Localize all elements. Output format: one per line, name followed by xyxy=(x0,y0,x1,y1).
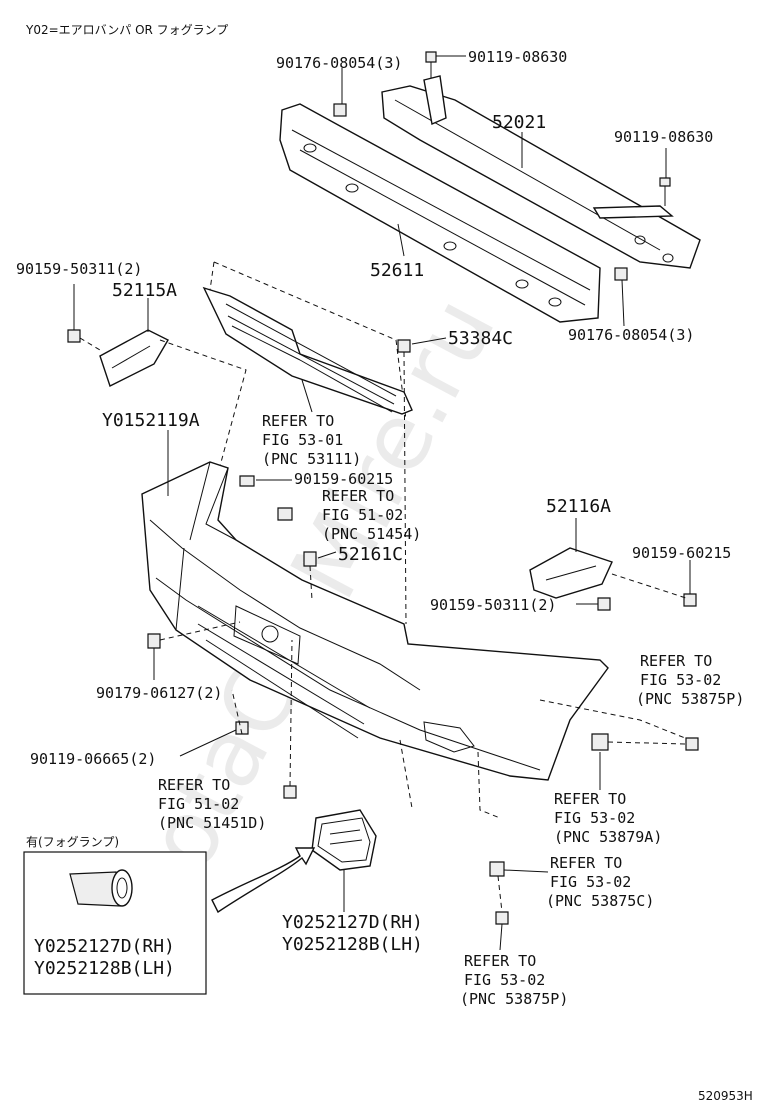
label-52115A: 52115A xyxy=(112,280,177,301)
header-note: Y02=エアロバンパ OR フォグランプ xyxy=(25,23,228,37)
label-52116A: 52116A xyxy=(546,496,611,517)
label-90176-top: 90176-08054(3) xyxy=(276,54,402,72)
leader-lines xyxy=(73,55,691,951)
label-90119-top: 90119-08630 xyxy=(468,48,567,66)
label-ref-53879A-line1: REFER TO xyxy=(554,790,626,808)
left-bumper-bracket xyxy=(67,329,247,467)
label-ref-53875C-line3: (PNC 53875C) xyxy=(546,892,654,910)
label-ref-53875P-a-line1: REFER TO xyxy=(640,652,712,670)
label-52161C: 52161C xyxy=(338,544,403,565)
label-inset-lh: Y0252128B(LH) xyxy=(34,958,175,979)
label-inset-rh: Y0252127D(RH) xyxy=(34,936,175,957)
label-ref-53875P-b-line1: REFER TO xyxy=(464,952,536,970)
label-ref-53875P-a-line3: (PNC 53875P) xyxy=(636,690,744,708)
label-ref-53875P-b-line3: (PNC 53875P) xyxy=(460,990,568,1008)
label-90179: 90179-06127(2) xyxy=(96,684,222,702)
label-ref-53875P-a-line2: FIG 53-02 xyxy=(640,671,721,689)
label-ref-5301-line2: FIG 53-01 xyxy=(262,431,343,449)
label-52021: 52021 xyxy=(492,112,546,133)
fog-lamp-inset xyxy=(23,851,207,995)
inset-arrow xyxy=(211,847,316,914)
label-inset-note: 有(フォグランプ) xyxy=(26,835,119,849)
label-52611: 52611 xyxy=(370,260,424,281)
bumper-reinforcement xyxy=(279,51,701,323)
label-ref-5102a-line3: (PNC 51454) xyxy=(322,525,421,543)
label-90159-60215-a: 90159-60215 xyxy=(294,470,393,488)
label-ref-53875P-b-line2: FIG 53-02 xyxy=(464,971,545,989)
label-ref-5301-line3: (PNC 53111) xyxy=(262,450,361,468)
label-90159-50311-b: 90159-50311(2) xyxy=(430,596,556,614)
label-main-lh: Y0252128B(LH) xyxy=(282,934,423,955)
front-bumper-cover xyxy=(141,339,699,925)
label-ref-5102a-line2: FIG 51-02 xyxy=(322,506,403,524)
radiator-grille xyxy=(202,261,413,421)
label-ref-53879A-line3: (PNC 53879A) xyxy=(554,828,662,846)
label-Y0152119A: Y0152119A xyxy=(102,410,200,431)
label-ref-5102b-line3: (PNC 51451D) xyxy=(158,814,266,832)
labels: 90176-08054(3) 90119-08630 52021 90119-0… xyxy=(16,48,753,1103)
label-90159-50311-left: 90159-50311(2) xyxy=(16,260,142,278)
label-53384C: 53384C xyxy=(448,328,513,349)
right-bumper-bracket xyxy=(529,547,697,611)
label-ref-53875C-line2: FIG 53-02 xyxy=(550,873,631,891)
label-90119-06665: 90119-06665(2) xyxy=(30,750,156,768)
label-ref-53879A-line2: FIG 53-02 xyxy=(554,809,635,827)
label-ref-5301-line1: REFER TO xyxy=(262,412,334,430)
fog-lamp-cover xyxy=(311,809,377,871)
label-main-rh: Y0252127D(RH) xyxy=(282,912,423,933)
label-ref-5102b-line2: FIG 51-02 xyxy=(158,795,239,813)
label-ref-5102b-line1: REFER TO xyxy=(158,776,230,794)
footer-code: 520953H xyxy=(698,1089,753,1103)
label-90159-60215-b: 90159-60215 xyxy=(632,544,731,562)
label-ref-5102a-line1: REFER TO xyxy=(322,487,394,505)
label-90119-right: 90119-08630 xyxy=(614,128,713,146)
label-ref-53875C-line1: REFER TO xyxy=(550,854,622,872)
label-90176-right: 90176-08054(3) xyxy=(568,326,694,344)
